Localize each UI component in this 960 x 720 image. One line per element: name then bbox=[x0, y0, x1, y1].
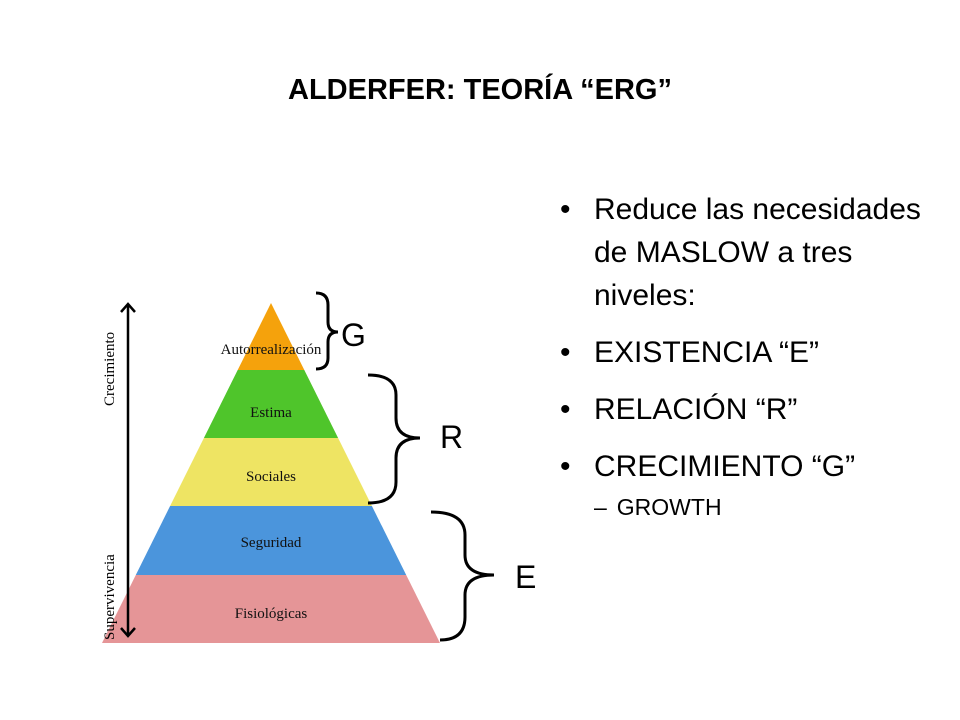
slide-title: ALDERFER: TEORÍA “ERG” bbox=[288, 74, 672, 106]
bullet-item: •CRECIMIENTO “G” bbox=[560, 450, 856, 483]
bullet-text: Reduce las necesidades de MASLOW a tres … bbox=[594, 193, 921, 312]
group-label-g: G bbox=[341, 317, 366, 353]
level-label: Sociales bbox=[246, 469, 296, 485]
level-label: Seguridad bbox=[241, 535, 302, 551]
bullet-text: RELACIÓN “R” bbox=[594, 393, 798, 426]
sub-bullet-item: –GROWTH bbox=[594, 494, 722, 520]
pyramid-level-band bbox=[203, 370, 339, 438]
bullet-text: EXISTENCIA “E” bbox=[594, 336, 820, 369]
pyramid-level-band bbox=[102, 575, 440, 643]
bullet-list: •Reduce las necesidades de MASLOW a tres… bbox=[560, 188, 940, 536]
axis-label-bottom: Supervivencia bbox=[102, 554, 118, 640]
pyramid-level-band bbox=[170, 438, 372, 506]
axis-label-top: Crecimiento bbox=[102, 332, 118, 406]
level-label: Estima bbox=[250, 405, 292, 421]
vertical-arrow-icon bbox=[120, 302, 136, 638]
pyramid-level-band bbox=[135, 506, 407, 575]
bullet-text: CRECIMIENTO “G” bbox=[594, 450, 856, 483]
level-label: Fisiológicas bbox=[235, 606, 308, 622]
sub-bullet-text: GROWTH bbox=[616, 494, 722, 520]
group-label-r: R bbox=[440, 419, 463, 455]
brace-e-icon bbox=[430, 510, 495, 642]
bullet-item: •RELACIÓN “R” bbox=[560, 393, 798, 426]
level-label: Autorrealización bbox=[221, 342, 322, 358]
bullet-item: •Reduce las necesidades de MASLOW a tres… bbox=[560, 193, 921, 312]
bullet-item: •EXISTENCIA “E” bbox=[560, 336, 820, 369]
group-label-e: E bbox=[515, 559, 536, 595]
pyramid-level-band bbox=[237, 303, 305, 370]
brace-r-icon bbox=[367, 373, 421, 505]
brace-g-icon bbox=[315, 291, 339, 371]
